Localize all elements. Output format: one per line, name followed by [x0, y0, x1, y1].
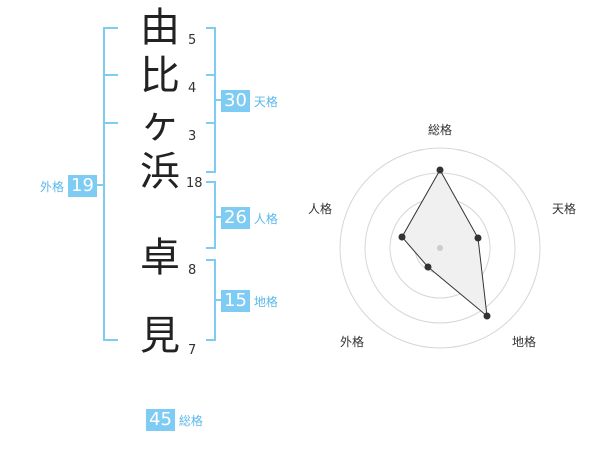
soukaku-value: 45	[146, 409, 175, 431]
stroke-count-3: 3	[188, 129, 197, 144]
soukaku-badge: 45 総格	[146, 409, 203, 431]
name-char-6: 見	[140, 313, 180, 359]
tenkaku-badge: 30 天格	[221, 90, 278, 112]
radar-label-jinkaku: 人格	[308, 201, 332, 216]
stroke-count-6: 7	[188, 343, 197, 358]
radar-point-chikaku	[483, 312, 491, 320]
name-char-1: 由	[140, 5, 180, 51]
name-char-4: 浜	[140, 149, 180, 195]
radar-polygon	[401, 168, 488, 318]
radar-label-soukaku: 総格	[428, 122, 452, 137]
chikaku-label: 地格	[253, 294, 278, 309]
name-char-3: ヶ	[140, 101, 180, 147]
radar-label-gaikaku: 外格	[340, 334, 364, 349]
tenkaku-label: 天格	[253, 94, 278, 109]
stroke-count-2: 4	[188, 81, 197, 96]
chikaku-badge: 15 地格	[221, 290, 278, 312]
jinkaku-badge: 26 人格	[221, 207, 278, 229]
stroke-count-4: 18	[186, 176, 203, 191]
name-char-2: 比	[140, 53, 180, 99]
chikaku-value: 15	[221, 290, 250, 312]
stroke-count-5: 8	[188, 263, 197, 278]
radar-label-tenkaku: 天格	[552, 201, 576, 216]
name-char-5: 卓	[140, 235, 180, 281]
soukaku-label: 総格	[178, 413, 203, 428]
radar-center-dot	[437, 245, 443, 251]
gaikaku-label: 外格	[40, 179, 65, 194]
tenkaku-value: 30	[221, 90, 250, 112]
radar-point-jinkaku	[398, 233, 406, 241]
gaikaku-value: 19	[68, 175, 97, 197]
radar-point-gaikaku	[424, 263, 432, 271]
radar-ring-4	[339, 147, 541, 349]
gaikaku-badge: 外格 19	[40, 175, 97, 197]
jinkaku-label: 人格	[253, 211, 278, 226]
jinkaku-value: 26	[221, 207, 250, 229]
radar-label-chikaku: 地格	[512, 334, 536, 349]
radar-point-tenkaku	[474, 234, 482, 242]
stroke-count-1: 5	[188, 33, 197, 48]
radar-point-soukaku	[436, 166, 444, 174]
